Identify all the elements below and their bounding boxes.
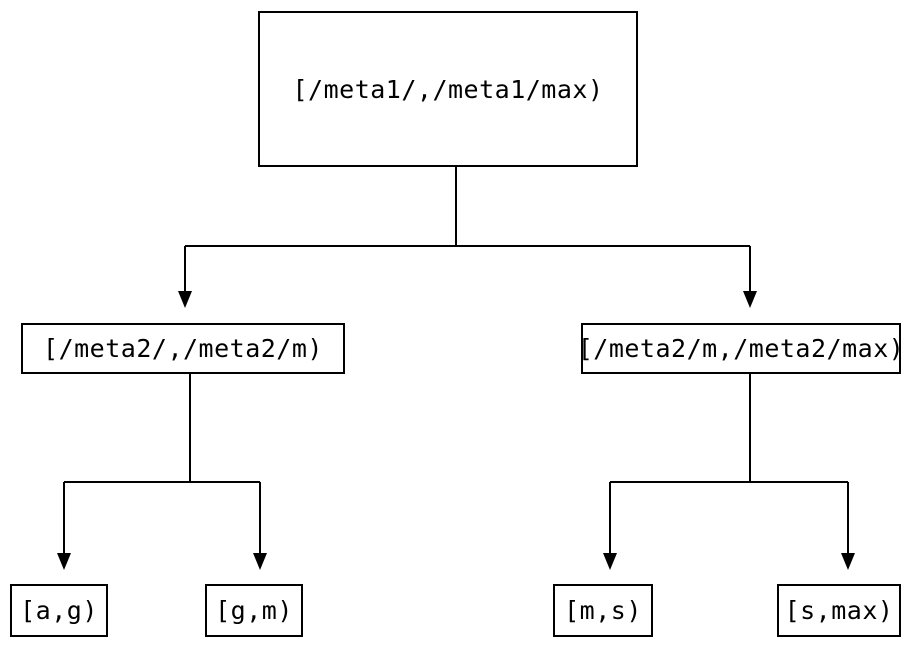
arrowhead-mid-right-to-leaf-3 xyxy=(603,553,617,570)
node-leaf-s-max[interactable]: [s,max) xyxy=(777,584,901,637)
arrowhead-root-to-mid-left xyxy=(178,291,192,308)
node-leaf-a-g-label: [a,g) xyxy=(20,596,98,625)
arrowhead-mid-right-to-leaf-4 xyxy=(841,553,855,570)
node-leaf-s-max-label: [s,max) xyxy=(784,596,894,625)
node-leaf-a-g[interactable]: [a,g) xyxy=(10,584,108,637)
node-leaf-m-s-label: [m,s) xyxy=(564,596,642,625)
node-mid-right-label: [/meta2/m,/meta2/max) xyxy=(577,334,905,363)
arrowhead-mid-left-to-leaf-1 xyxy=(57,553,71,570)
node-leaf-g-m[interactable]: [g,m) xyxy=(205,584,303,637)
node-mid-left[interactable]: [/meta2/,/meta2/m) xyxy=(21,323,345,374)
node-mid-left-label: [/meta2/,/meta2/m) xyxy=(43,334,323,363)
node-leaf-m-s[interactable]: [m,s) xyxy=(553,584,653,637)
node-root-label: [/meta1/,/meta1/max) xyxy=(292,74,604,104)
arrowhead-root-to-mid-right xyxy=(743,291,757,308)
arrowhead-mid-left-to-leaf-2 xyxy=(253,553,267,570)
node-root[interactable]: [/meta1/,/meta1/max) xyxy=(258,11,638,167)
node-leaf-g-m-label: [g,m) xyxy=(215,596,293,625)
node-mid-right[interactable]: [/meta2/m,/meta2/max) xyxy=(578,323,904,374)
